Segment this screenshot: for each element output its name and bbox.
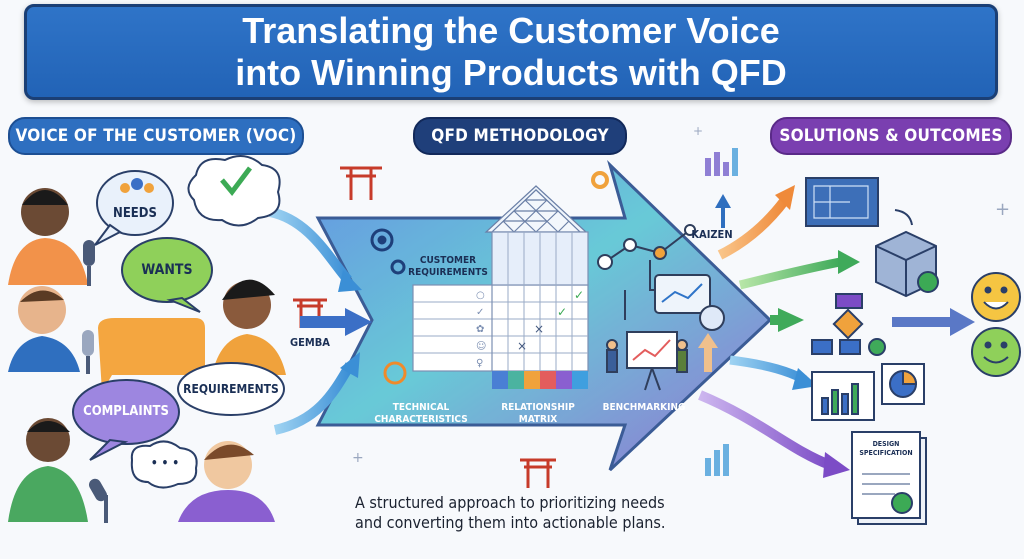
check-icon bbox=[220, 166, 252, 197]
svg-text:+: + bbox=[693, 124, 703, 138]
flowchart-icon bbox=[811, 293, 886, 356]
speech-bubbles bbox=[72, 155, 285, 489]
smiley-icon bbox=[971, 272, 1021, 377]
svg-text:✓: ✓ bbox=[557, 305, 567, 319]
flow-arrow bbox=[738, 257, 841, 290]
torii-gate-icon bbox=[293, 166, 556, 488]
relationship-line-1: RELATIONSHIP bbox=[501, 402, 575, 413]
customer-requirements-label: CUSTOMER REQUIREMENTS bbox=[398, 255, 498, 279]
bar-chart-icon bbox=[705, 148, 738, 476]
report-chart-icon bbox=[811, 363, 925, 421]
section-qfd-header: QFD METHODOLOGY bbox=[413, 117, 627, 155]
presentation-board bbox=[606, 331, 688, 391]
svg-text:+: + bbox=[352, 450, 364, 466]
customer-person bbox=[8, 188, 286, 522]
caption-line-2: and converting them into actionable plan… bbox=[355, 513, 666, 532]
house-of-quality-roof bbox=[484, 185, 588, 233]
gear-icon bbox=[370, 228, 407, 385]
technical-line-1: TECHNICAL bbox=[392, 402, 450, 413]
flow-arrow bbox=[698, 390, 832, 470]
needs-label: NEEDS bbox=[113, 206, 157, 221]
design-spec-line-1: DESIGN bbox=[872, 440, 900, 448]
svg-text:☺: ☺ bbox=[476, 341, 486, 352]
technical-line-2: CHARACTERISTICS bbox=[374, 414, 468, 425]
relationship-matrix-label: RELATIONSHIP MATRIX bbox=[495, 402, 581, 426]
flow-arrow bbox=[729, 355, 808, 384]
svg-text:×: × bbox=[534, 322, 544, 336]
donut-icon bbox=[591, 171, 609, 189]
svg-text:✓: ✓ bbox=[574, 288, 584, 302]
requirements-label: REQUIREMENTS bbox=[183, 382, 279, 396]
caption-line-1: A structured approach to prioritizing ne… bbox=[355, 493, 665, 512]
svg-text:✿: ✿ bbox=[476, 324, 484, 335]
microphone-icon bbox=[82, 240, 108, 523]
benchmarking-network bbox=[597, 224, 725, 331]
relationship-matrix-grid: ✓ ✓ × × ○ ✓ ✿ ☺ ♀ bbox=[412, 231, 589, 389]
customer-requirements-line-2: REQUIREMENTS bbox=[408, 267, 488, 278]
document-icon bbox=[851, 431, 927, 525]
section-solutions-header: SOLUTIONS & OUTCOMES bbox=[770, 117, 1012, 155]
customer-requirements-line-1: CUSTOMER bbox=[419, 255, 477, 266]
design-specification-label: DESIGN SPECIFICATION bbox=[852, 440, 920, 458]
title-line-2: into Winning Products with QFD bbox=[235, 52, 787, 93]
caption: A structured approach to prioritizing ne… bbox=[355, 493, 695, 533]
sparkle-icon: + + + bbox=[352, 124, 1010, 466]
product-box-icon bbox=[875, 230, 939, 298]
design-spec-line-2: SPECIFICATION bbox=[859, 449, 913, 457]
flow-arrow bbox=[268, 207, 352, 284]
svg-text:♀: ♀ bbox=[476, 358, 483, 369]
page-title: Translating the Customer Voice into Winn… bbox=[24, 4, 998, 100]
svg-text:+: + bbox=[995, 199, 1010, 220]
people-icon bbox=[120, 178, 154, 193]
svg-text:×: × bbox=[517, 339, 527, 353]
gemba-label: GEMBA bbox=[290, 336, 330, 349]
blueprint-icon bbox=[805, 177, 913, 227]
title-line-1: Translating the Customer Voice bbox=[242, 10, 780, 51]
flow-arrow bbox=[717, 196, 789, 260]
complaints-label: COMPLAINTS bbox=[83, 404, 169, 419]
section-voc-header: VOICE OF THE CUSTOMER (VOC) bbox=[8, 117, 304, 155]
flow-arrow bbox=[273, 362, 355, 435]
wants-label: WANTS bbox=[141, 262, 193, 278]
dots-label: • • • bbox=[150, 456, 180, 470]
technical-characteristics-label: TECHNICAL CHARACTERISTICS bbox=[366, 402, 476, 426]
svg-text:○: ○ bbox=[476, 290, 485, 301]
benchmarking-label: BENCHMARKING bbox=[602, 402, 686, 413]
kaizen-label: KAIZEN bbox=[691, 228, 733, 241]
svg-text:✓: ✓ bbox=[476, 307, 484, 318]
relationship-line-2: MATRIX bbox=[518, 414, 558, 425]
